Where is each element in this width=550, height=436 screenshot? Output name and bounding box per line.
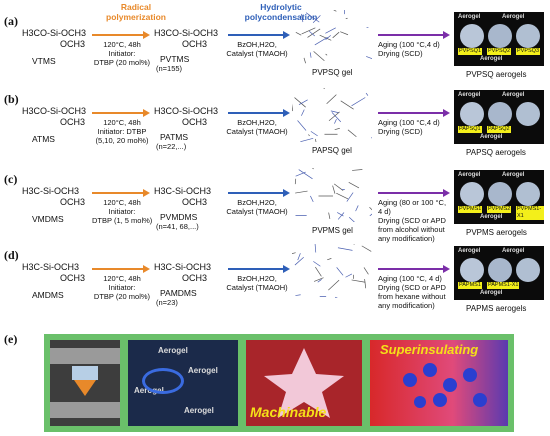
aerogel-name: PAPMS aerogels bbox=[466, 304, 527, 313]
arrow-hydro bbox=[228, 31, 290, 39]
arrow-aging bbox=[378, 189, 450, 197]
sample-tag: PVPSQ2 bbox=[487, 48, 512, 55]
photo-machinable: Machinable bbox=[246, 340, 362, 426]
star-icon bbox=[264, 348, 344, 418]
row-label: (a) bbox=[4, 14, 18, 28]
polymer-name: PAMDMS bbox=[160, 288, 197, 298]
arrow-aging bbox=[378, 265, 450, 273]
aerogel-name: PAPSQ aerogels bbox=[466, 148, 526, 157]
arrow-radical bbox=[92, 189, 150, 197]
sample-tag: PVPMS2 bbox=[487, 206, 512, 213]
superinsulating-text: Superinsulating bbox=[380, 342, 479, 357]
arrow-hydro bbox=[228, 189, 290, 197]
monomer-name: VMDMS bbox=[32, 214, 64, 224]
arrow-hydro bbox=[228, 265, 290, 273]
gel-name: PVPSQ gel bbox=[312, 68, 353, 77]
photo-press bbox=[50, 340, 120, 426]
polymer-n: (n=22,...) bbox=[156, 142, 187, 151]
conditions-aging: Aging (100 °C,4 d)Drying (SCD) bbox=[378, 118, 440, 136]
machinable-text: Machinable bbox=[250, 404, 327, 420]
arrow-radical bbox=[92, 265, 150, 273]
gel-network bbox=[294, 168, 372, 222]
polymer-n: (n=41, 68,...) bbox=[156, 222, 199, 231]
header-hydro: Hydrolytic polycondensation bbox=[244, 2, 318, 22]
photo-flexible: Aerogel Aerogel Aerogel Aerogel bbox=[128, 340, 238, 426]
gel-network bbox=[295, 10, 372, 64]
sample-tag: PVPSQ1 bbox=[458, 48, 483, 55]
panel-e: Aerogel Aerogel Aerogel Aerogel Machinab… bbox=[44, 334, 514, 432]
conditions-hydro: BzOH,H2O,Catalyst (TMAOH) bbox=[226, 198, 288, 216]
conditions-hydro: BzOH,H2O,Catalyst (TMAOH) bbox=[226, 40, 288, 58]
row-label: (d) bbox=[4, 248, 19, 262]
gel-name: PAPSQ gel bbox=[312, 146, 352, 155]
header-radical: Radical polymerization bbox=[106, 2, 166, 22]
network-icon bbox=[403, 363, 487, 408]
sample-tag: PAPSQ1 bbox=[458, 126, 482, 133]
conditions-hydro: BzOH,H2O,Catalyst (TMAOH) bbox=[226, 274, 288, 292]
polymer-name: PATMS bbox=[160, 132, 189, 142]
polymer-n: (n=155) bbox=[156, 64, 183, 73]
arrow-hydro bbox=[228, 109, 290, 117]
label-e: (e) bbox=[4, 332, 18, 346]
arrow-aging bbox=[378, 31, 450, 39]
polymer-name: PVTMS bbox=[160, 54, 190, 64]
photo-superinsulating: Superinsulating bbox=[370, 340, 508, 426]
arrow-aging bbox=[378, 109, 450, 117]
conditions-aging: Aging (80 or 100 °C,4 d)Drying (SCD or A… bbox=[378, 198, 447, 243]
gel-network bbox=[292, 88, 372, 142]
polymer-n: (n=23) bbox=[156, 298, 178, 307]
gel-network bbox=[292, 244, 372, 298]
arrow-radical bbox=[92, 109, 150, 117]
arrow-radical bbox=[92, 31, 150, 39]
monomer-name: VTMS bbox=[32, 56, 56, 66]
aerogel-name: PVPMS aerogels bbox=[466, 228, 527, 237]
sample-tag: PVPSQ3 bbox=[516, 48, 541, 55]
monomer-name: AMDMS bbox=[32, 290, 64, 300]
conditions-hydro: BzOH,H2O,Catalyst (TMAOH) bbox=[226, 118, 288, 136]
sample-tag: PAPMS1-X1 bbox=[487, 282, 520, 289]
arrow-down-icon bbox=[74, 380, 96, 396]
sample-tag: PAPMS1 bbox=[458, 282, 482, 289]
row-label: (b) bbox=[4, 92, 19, 106]
sample-tag: PVPMS1-X1 bbox=[516, 206, 544, 220]
sample-tag: PAPSQ2 bbox=[487, 126, 511, 133]
gel-name: PVPMS gel bbox=[312, 226, 353, 235]
conditions-aging: Aging (100 °C,4 d)Drying (SCD) bbox=[378, 40, 440, 58]
sample-tag: PVPMS1 bbox=[458, 206, 483, 213]
monomer-name: ATMS bbox=[32, 134, 55, 144]
aerogel-name: PVPSQ aerogels bbox=[466, 70, 527, 79]
row-label: (c) bbox=[4, 172, 18, 186]
polymer-name: PVMDMS bbox=[160, 212, 198, 222]
